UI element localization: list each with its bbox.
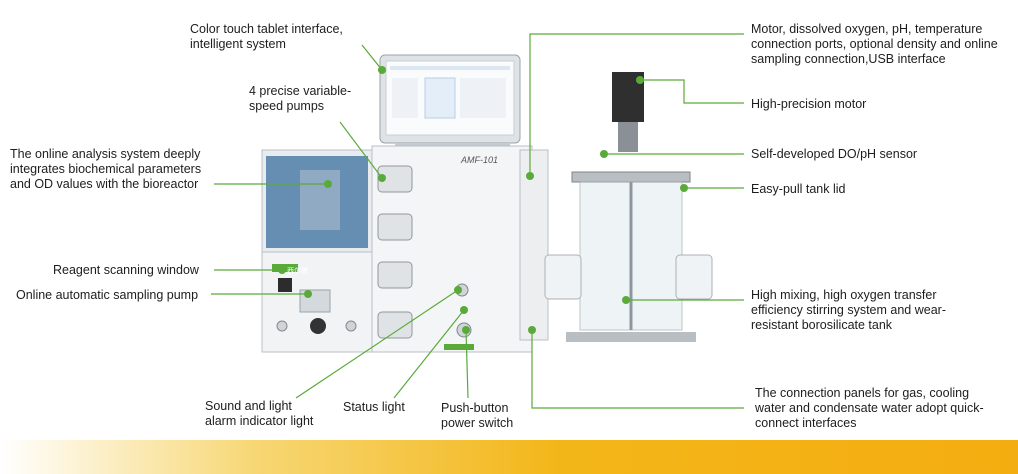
brand-label: 西尔曼: [287, 268, 308, 275]
label-status-light: Status light: [343, 400, 405, 414]
bottom-yellow-band: [0, 440, 1018, 474]
label-reagent-window: Reagent scanning window: [53, 263, 199, 277]
label-sensor: Self-developed DO/pH sensor: [751, 147, 918, 161]
label-online-analysis: The online analysis system deeply integr…: [10, 147, 202, 191]
label-alarm-light: Sound and light alarm indicator light: [205, 399, 314, 428]
label-ports: Motor, dissolved oxygen, pH, temperature…: [751, 22, 998, 66]
connection-panel: [519, 149, 549, 341]
label-power-switch: Push-button power switch: [441, 401, 514, 430]
label-touch-tablet: Color touch tablet interface, intelligen…: [190, 22, 343, 51]
bioreactor: [544, 72, 713, 342]
label-motor: High-precision motor: [751, 97, 867, 111]
model-label: AMF-101: [461, 155, 499, 165]
label-mixing: High mixing, high oxygen transfer effici…: [751, 288, 946, 332]
pump-module: [371, 145, 533, 353]
label-connection-panels: The connection panels for gas, cooling w…: [755, 386, 984, 430]
label-tank-lid: Easy-pull tank lid: [751, 182, 846, 196]
label-pumps: 4 precise variable- speed pumps: [249, 84, 352, 113]
analyzer-body: [261, 149, 373, 353]
touch-tablet: [379, 54, 521, 149]
label-sampling-pump: Online automatic sampling pump: [16, 288, 199, 302]
